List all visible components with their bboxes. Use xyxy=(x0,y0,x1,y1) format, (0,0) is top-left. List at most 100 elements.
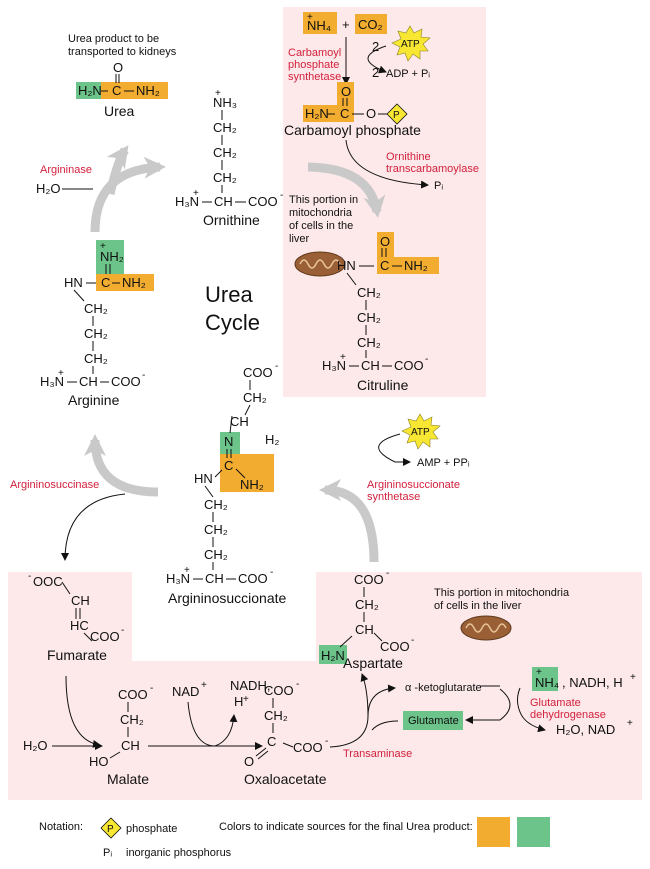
malate-name: Malate xyxy=(107,771,149,787)
carbamoyl-enzyme-line1: Carbamoyl xyxy=(288,47,341,59)
ornithine-ch2-3: CH₂ xyxy=(213,170,237,185)
carbamoyl-two-atp: 2 xyxy=(372,39,379,54)
cycle-arrow-arginine xyxy=(84,434,159,497)
nadh-h: H xyxy=(234,694,243,709)
gdh-nadh-charge: + xyxy=(630,672,636,683)
legend-orange-swatch xyxy=(477,817,510,847)
transaminase-label: Transaminase xyxy=(343,748,412,760)
ass-amp: AMP + PPᵢ xyxy=(417,457,470,469)
fumarate-coo-charge: - xyxy=(121,625,124,636)
oaa-coo2: COO xyxy=(293,740,323,755)
asp-h2n: H₂N xyxy=(321,648,345,663)
asp-coo-charge: - xyxy=(386,568,389,579)
as-coo: COO xyxy=(243,365,273,380)
carbamoyl-o2: O xyxy=(366,106,376,121)
citruline-ch2-3: CH₂ xyxy=(357,335,381,350)
citruline-coo: COO xyxy=(394,358,424,373)
carbamoyl-name: Carbamoyl phosphate xyxy=(284,122,421,138)
title-line1: Urea xyxy=(205,282,253,307)
mitochondrion-icon-top xyxy=(294,251,346,277)
arginine-ch: CH xyxy=(79,374,98,389)
argininase-label: Argininase xyxy=(40,164,92,176)
citruline-ch: CH xyxy=(361,358,380,373)
arginine-c: C xyxy=(101,275,110,290)
argininase-water: H₂O xyxy=(36,181,61,196)
as-c: C xyxy=(224,458,233,473)
title-line2: Cycle xyxy=(205,310,260,335)
citruline-ch2-1: CH₂ xyxy=(357,285,381,300)
oaa-name: Oxaloacetate xyxy=(244,771,327,787)
atp-star-top xyxy=(391,25,431,62)
ornithine-ch: CH xyxy=(214,194,233,209)
phosphate-diamond xyxy=(386,103,408,125)
gdh-water: H₂O, NAD xyxy=(556,722,615,737)
gdh-nh4: NH₄ xyxy=(535,675,559,690)
citruline-o: O xyxy=(380,234,390,249)
glutamate-green-box xyxy=(403,711,463,730)
mito-top-line3: of cells in the xyxy=(289,220,353,232)
as-h3n-charge: + xyxy=(184,565,190,576)
fumarate-ooc-charge: - xyxy=(28,571,31,582)
glutamate-label: Glutamate xyxy=(408,715,459,727)
as-coo-charge: - xyxy=(275,361,278,372)
fumarate-ch: CH xyxy=(71,593,90,608)
mito-top-line4: liver xyxy=(289,233,310,245)
as-ch2: CH₂ xyxy=(243,390,267,405)
nadh-h-charge: + xyxy=(243,694,249,705)
oaa-ch2: CH₂ xyxy=(264,708,288,723)
nadh-label: NADH, xyxy=(230,678,270,693)
carbamoyl-h2n: H₂N xyxy=(305,106,329,121)
ornithine-name: Ornithine xyxy=(203,212,260,228)
mitochondrion-icon-bottom xyxy=(460,615,512,641)
asp-coo2-charge: - xyxy=(411,635,414,646)
legend-colors-text: Colors to indicate sources for the final… xyxy=(219,821,473,833)
urea-green-box xyxy=(76,82,101,99)
asp-coo: COO xyxy=(354,572,384,587)
phosphate-p: P xyxy=(393,110,400,121)
otc-line1: Ornithine xyxy=(386,151,431,163)
legend-phosphate: phosphate xyxy=(126,823,177,835)
carbamoyl-nh4-charge: + xyxy=(307,12,313,23)
fumarate-hc: HC xyxy=(70,618,89,633)
atp-label-middle: ATP xyxy=(411,427,430,438)
as-coo-bottom: COO xyxy=(238,571,268,586)
otc-pi: Pᵢ xyxy=(434,180,443,192)
oaa-coo2-charge: - xyxy=(325,736,328,747)
arginine-nh2b: NH₂ xyxy=(122,275,146,290)
urea-c: C xyxy=(112,83,121,98)
nad-charge: + xyxy=(201,680,207,691)
legend-p: P xyxy=(107,824,114,835)
nad-label: NAD xyxy=(172,684,199,699)
citruline-hn: HN xyxy=(337,258,356,273)
malate-ho: HO xyxy=(89,754,109,769)
arginine-ch2-1: CH₂ xyxy=(84,301,108,316)
arginine-ch2-3: CH₂ xyxy=(84,351,108,366)
malate-ch: CH xyxy=(121,738,140,753)
gdh-water-charge: + xyxy=(627,718,633,729)
malate-ch2: CH₂ xyxy=(120,712,144,727)
gdh-enzyme-line2: dehydrogenase xyxy=(530,709,606,721)
ornithine-coo-charge: - xyxy=(280,190,283,201)
gdh-nadh: , NADH, H xyxy=(562,675,623,690)
oaa-o: O xyxy=(244,754,254,769)
as-coo-bottom-charge: - xyxy=(270,567,273,578)
fumarate-name: Fumarate xyxy=(47,647,107,663)
carbamoyl-two-adp: 2 xyxy=(372,65,379,80)
citruline-coo-charge: - xyxy=(425,354,428,365)
malate-coo-charge: - xyxy=(150,683,153,694)
as-ch2-1: CH₂ xyxy=(204,497,228,512)
ornithine-ch2-2: CH₂ xyxy=(213,145,237,160)
asp-name: Aspartate xyxy=(343,655,403,671)
urea-o: O xyxy=(113,60,123,75)
atp-star-middle xyxy=(401,413,441,450)
gdh-nh4-charge: + xyxy=(536,667,542,678)
mito-bottom-line2: of cells in the liver xyxy=(434,600,522,612)
urea-note-line2: transported to kidneys xyxy=(68,46,177,58)
arginine-nh2: NH₂ xyxy=(100,249,124,264)
gdh-enzyme-line1: Glutamate xyxy=(530,697,581,709)
asp-ch2: CH₂ xyxy=(355,597,379,612)
as-nh2: NH₂ xyxy=(240,477,264,492)
ass-line1: Argininosuccionate xyxy=(367,479,460,491)
malate-coo: COO xyxy=(118,687,148,702)
asp-green-box xyxy=(319,645,347,664)
